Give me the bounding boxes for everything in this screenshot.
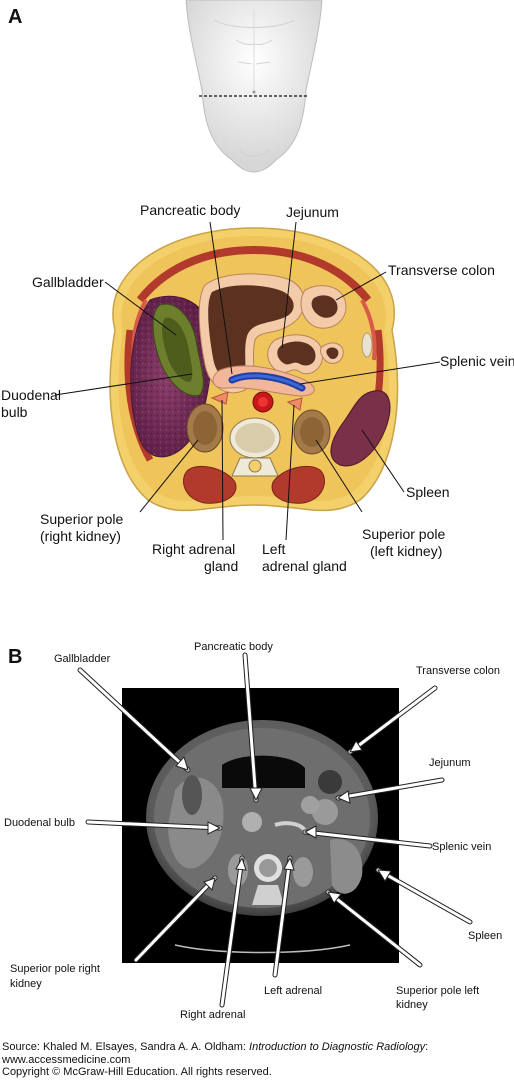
label-b-superior-pole-left-line2: kidney: [396, 999, 428, 1011]
label-b-gallbladder: Gallbladder: [54, 653, 111, 665]
source-prefix: Source: Khaled M. Elsayes, Sandra A. A. …: [2, 1041, 250, 1053]
label-a-spleen: Spleen: [406, 484, 450, 500]
label-a-left-adrenal-line2: adrenal gland: [262, 558, 347, 574]
label-b-duodenal-bulb: Duodenal bulb: [4, 817, 75, 829]
label-a-transverse-colon: Transverse colon: [388, 262, 495, 278]
ct-scan-image: [122, 688, 399, 963]
label-a-jejunum: Jejunum: [286, 204, 339, 220]
panel-a-leader-lines: [54, 221, 441, 541]
panel-b-letter: B: [8, 646, 23, 668]
label-b-superior-pole-right-line2: kidney: [10, 978, 42, 990]
label-b-left-adrenal: Left adrenal: [264, 985, 323, 997]
source-book-title: Introduction to Diagnostic Radiology: [249, 1041, 426, 1053]
label-a-duodenal-bulb-line1: Duodenal: [1, 387, 61, 403]
label-a-right-adrenal-line1: Right adrenal: [152, 541, 236, 557]
panel-b-arrows: [77, 652, 473, 1008]
label-b-splenic-vein: Splenic vein: [432, 841, 492, 853]
source-citation: Source: Khaled M. Elsayes, Sandra A. A. …: [2, 1041, 512, 1079]
label-a-left-adrenal-line1: Left: [262, 541, 286, 557]
label-a-duodenal-bulb-line2: bulb: [1, 404, 28, 420]
source-suffix: :: [425, 1041, 429, 1053]
label-a-superior-pole-right-line1: Superior pole: [40, 511, 124, 527]
label-b-pancreatic-body: Pancreatic body: [194, 641, 273, 653]
label-b-spleen: Spleen: [468, 930, 503, 942]
cross-section-illustration: [109, 227, 399, 512]
label-b-jejunum: Jejunum: [429, 757, 471, 769]
label-a-right-adrenal-line2: gland: [204, 558, 239, 574]
label-a-superior-pole-right-line2: (right kidney): [40, 528, 121, 544]
label-b-transverse-colon: Transverse colon: [416, 665, 500, 677]
torso-outline-image: [185, 0, 323, 173]
label-b-right-adrenal: Right adrenal: [180, 1009, 246, 1021]
label-b-superior-pole-left-line1: Superior pole left: [396, 985, 480, 997]
source-url[interactable]: www.accessmedicine.com: [2, 1053, 131, 1066]
label-a-splenic-vein: Splenic vein: [440, 353, 514, 369]
label-a-gallbladder: Gallbladder: [32, 274, 104, 290]
source-copyright: Copyright © McGraw-Hill Education. All r…: [2, 1066, 272, 1078]
label-a-superior-pole-left-line1: Superior pole: [362, 526, 446, 542]
label-a-superior-pole-left-line2: (left kidney): [370, 543, 443, 559]
panel-a-letter: A: [8, 6, 23, 28]
label-a-pancreatic-body: Pancreatic body: [140, 202, 241, 218]
label-b-superior-pole-right-line1: Superior pole right: [10, 963, 100, 975]
